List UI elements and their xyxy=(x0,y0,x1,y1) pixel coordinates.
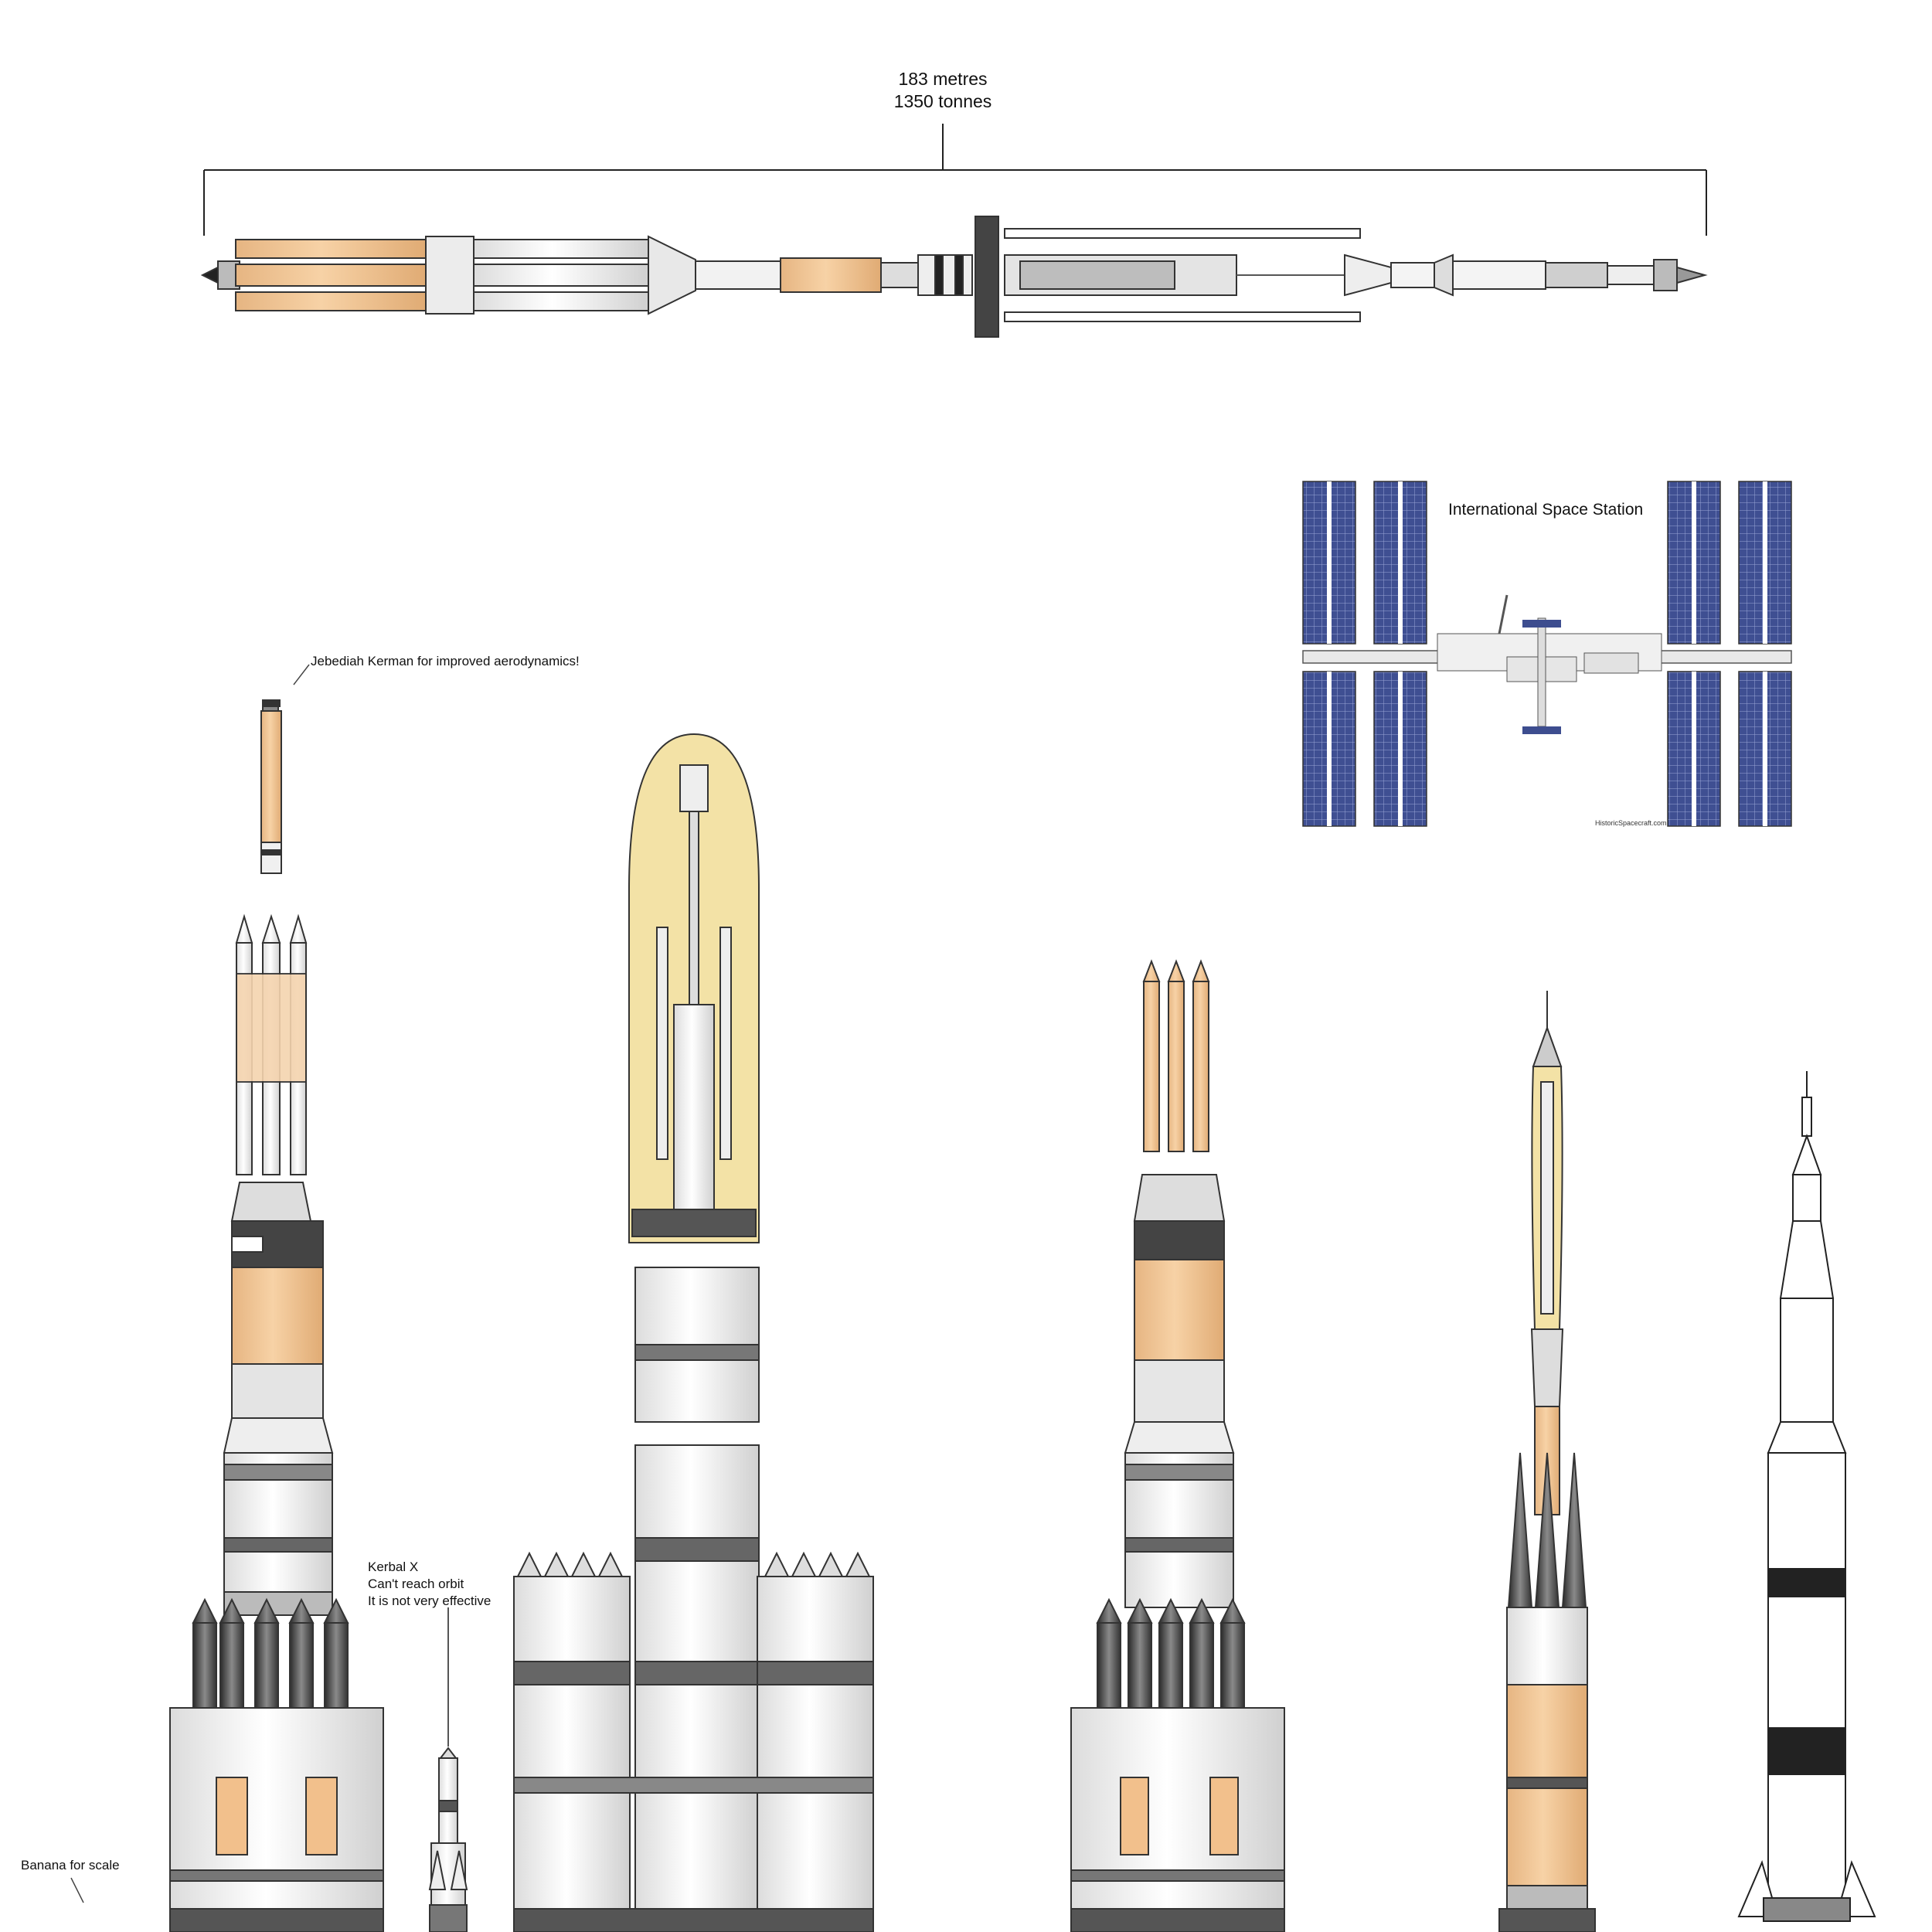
banana-annotation: Banana for scale xyxy=(21,1858,120,1872)
dimension-mass: 1350 tonnes xyxy=(893,91,992,111)
rocket-1 xyxy=(169,699,384,1932)
rocket-saturn-v xyxy=(1737,1071,1876,1922)
kerbal-x-line3: It is not very effective xyxy=(368,1594,492,1608)
horizontal-rocket xyxy=(200,216,1708,338)
iss-illustration xyxy=(1302,481,1792,827)
kerbal-x-name: Kerbal X xyxy=(368,1560,419,1574)
kerbal-x-annotation: Kerbal X Can't reach orbit It is not ver… xyxy=(368,1559,491,1610)
rocket-4 xyxy=(1070,959,1285,1932)
rocket-5 xyxy=(1498,991,1596,1932)
iss-credit: HistoricSpacecraft.com xyxy=(1595,819,1667,827)
kerbal-x-line2: Can't reach orbit xyxy=(368,1577,464,1591)
annotation-arrows xyxy=(70,664,310,1903)
jebediah-annotation: Jebediah Kerman for improved aerodynamic… xyxy=(311,654,580,668)
dimension-length: 183 metres xyxy=(898,69,988,89)
rocket-kerbal-x xyxy=(428,1607,468,1932)
iss-title: International Space Station xyxy=(1448,501,1644,519)
dimension-label: 183 metres 1350 tonnes xyxy=(835,68,1051,113)
rocket-3-fairing xyxy=(513,733,874,1932)
dimension-bracket xyxy=(203,124,1707,236)
